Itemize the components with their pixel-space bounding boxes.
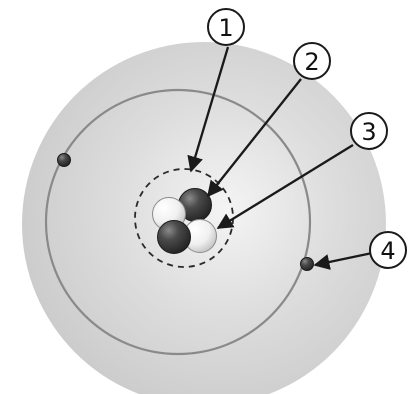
callout-4-circle	[369, 231, 407, 269]
callout-4-arrow	[313, 250, 378, 270]
callout-3-arrow	[216, 144, 354, 229]
callout-1-label: 1	[218, 14, 233, 42]
electron-right	[300, 257, 314, 271]
callout-1-circle	[207, 8, 245, 46]
callout-1-arrow	[187, 46, 230, 173]
callout-2-label: 2	[304, 48, 319, 76]
electron-orbit	[44, 88, 312, 356]
callout-2: 2	[206, 42, 331, 198]
electron-left	[57, 153, 71, 167]
callout-2-circle	[293, 42, 331, 80]
callout-2-arrow	[206, 78, 302, 198]
nucleus	[152, 188, 217, 254]
callout-3-label: 3	[361, 118, 376, 146]
callout-4-label: 4	[380, 237, 395, 265]
callout-4: 4	[313, 231, 407, 270]
callout-3: 3	[216, 112, 388, 229]
callout-3-circle	[350, 112, 388, 150]
proton-bottom-left	[157, 220, 191, 254]
callout-1: 1	[187, 8, 245, 173]
